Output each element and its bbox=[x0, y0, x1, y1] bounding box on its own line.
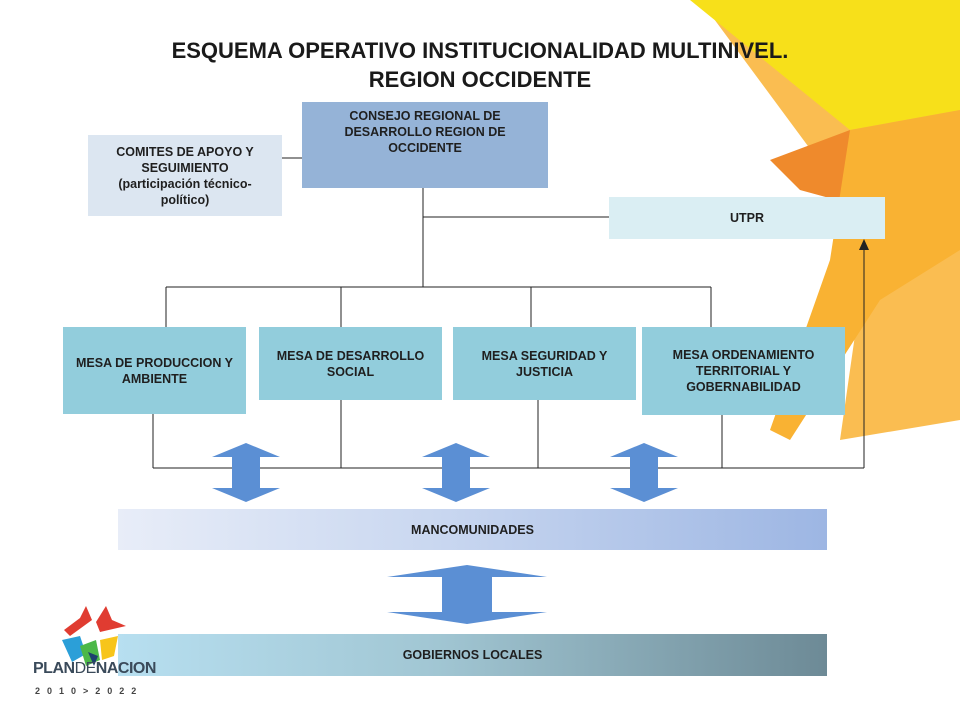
node-utpr: UTPR bbox=[609, 197, 885, 239]
mesa-produccion-label: MESA DE PRODUCCION Y AMBIENTE bbox=[76, 355, 233, 386]
node-mancomunidades: MANCOMUNIDADES bbox=[118, 509, 827, 550]
decor-yellow bbox=[690, 0, 960, 130]
mesa-social-label: MESA DE DESARROLLO SOCIAL bbox=[276, 348, 425, 379]
double-arrow-3 bbox=[610, 443, 678, 502]
mesa-seguridad-label: MESA SEGURIDAD Y JUSTICIA bbox=[481, 348, 608, 379]
node-mesa-produccion: MESA DE PRODUCCION Y AMBIENTE bbox=[63, 327, 246, 414]
plan-nacion-logo-text: PLANDENACION bbox=[33, 660, 156, 678]
double-arrow-2 bbox=[422, 443, 490, 502]
star-yellow bbox=[100, 636, 118, 660]
node-comites-apoyo: COMITES DE APOYO Y SEGUIMIENTO (particip… bbox=[88, 135, 282, 216]
node-gobiernos-locales: GOBIERNOS LOCALES bbox=[118, 634, 827, 676]
diagram-title: ESQUEMA OPERATIVO INSTITUCIONALIDAD MULT… bbox=[0, 36, 960, 94]
consejo-label: CONSEJO REGIONAL DE DESARROLLO REGION DE… bbox=[344, 109, 506, 155]
mancomunidades-label: MANCOMUNIDADES bbox=[411, 522, 534, 537]
logo-de: DE bbox=[74, 660, 97, 677]
double-arrow-1 bbox=[212, 443, 280, 502]
title-line-1: ESQUEMA OPERATIVO INSTITUCIONALIDAD MULT… bbox=[171, 38, 789, 63]
logo-plan: PLAN bbox=[33, 660, 75, 677]
node-mesa-social: MESA DE DESARROLLO SOCIAL bbox=[259, 327, 442, 400]
node-mesa-seguridad: MESA SEGURIDAD Y JUSTICIA bbox=[453, 327, 636, 400]
logo-nacion: NACION bbox=[95, 660, 157, 677]
node-mesa-ordenamiento: MESA ORDENAMIENTO TERRITORIAL Y GOBERNAB… bbox=[642, 327, 845, 415]
plan-nacion-logo-years: 2010>2022 bbox=[35, 686, 144, 696]
star-navy bbox=[88, 652, 98, 666]
node-consejo-regional: CONSEJO REGIONAL DE DESARROLLO REGION DE… bbox=[302, 102, 548, 188]
star-red-right bbox=[96, 606, 126, 632]
comites-label: COMITES DE APOYO Y SEGUIMIENTO bbox=[116, 144, 254, 175]
utpr-label: UTPR bbox=[729, 211, 765, 225]
title-line-2: REGION OCCIDENTE bbox=[368, 67, 592, 92]
decor-deep-orange bbox=[770, 130, 855, 205]
comites-sublabel: (participación técnico-político) bbox=[118, 176, 252, 207]
arrowhead-utpr bbox=[859, 239, 869, 250]
double-arrow-mancom-gobiernos bbox=[387, 565, 547, 624]
gobiernos-label: GOBIERNOS LOCALES bbox=[402, 648, 543, 662]
mesa-ordenamiento-label: MESA ORDENAMIENTO TERRITORIAL Y GOBERNAB… bbox=[672, 348, 815, 394]
star-blue bbox=[62, 636, 86, 662]
star-red-left bbox=[64, 606, 92, 636]
